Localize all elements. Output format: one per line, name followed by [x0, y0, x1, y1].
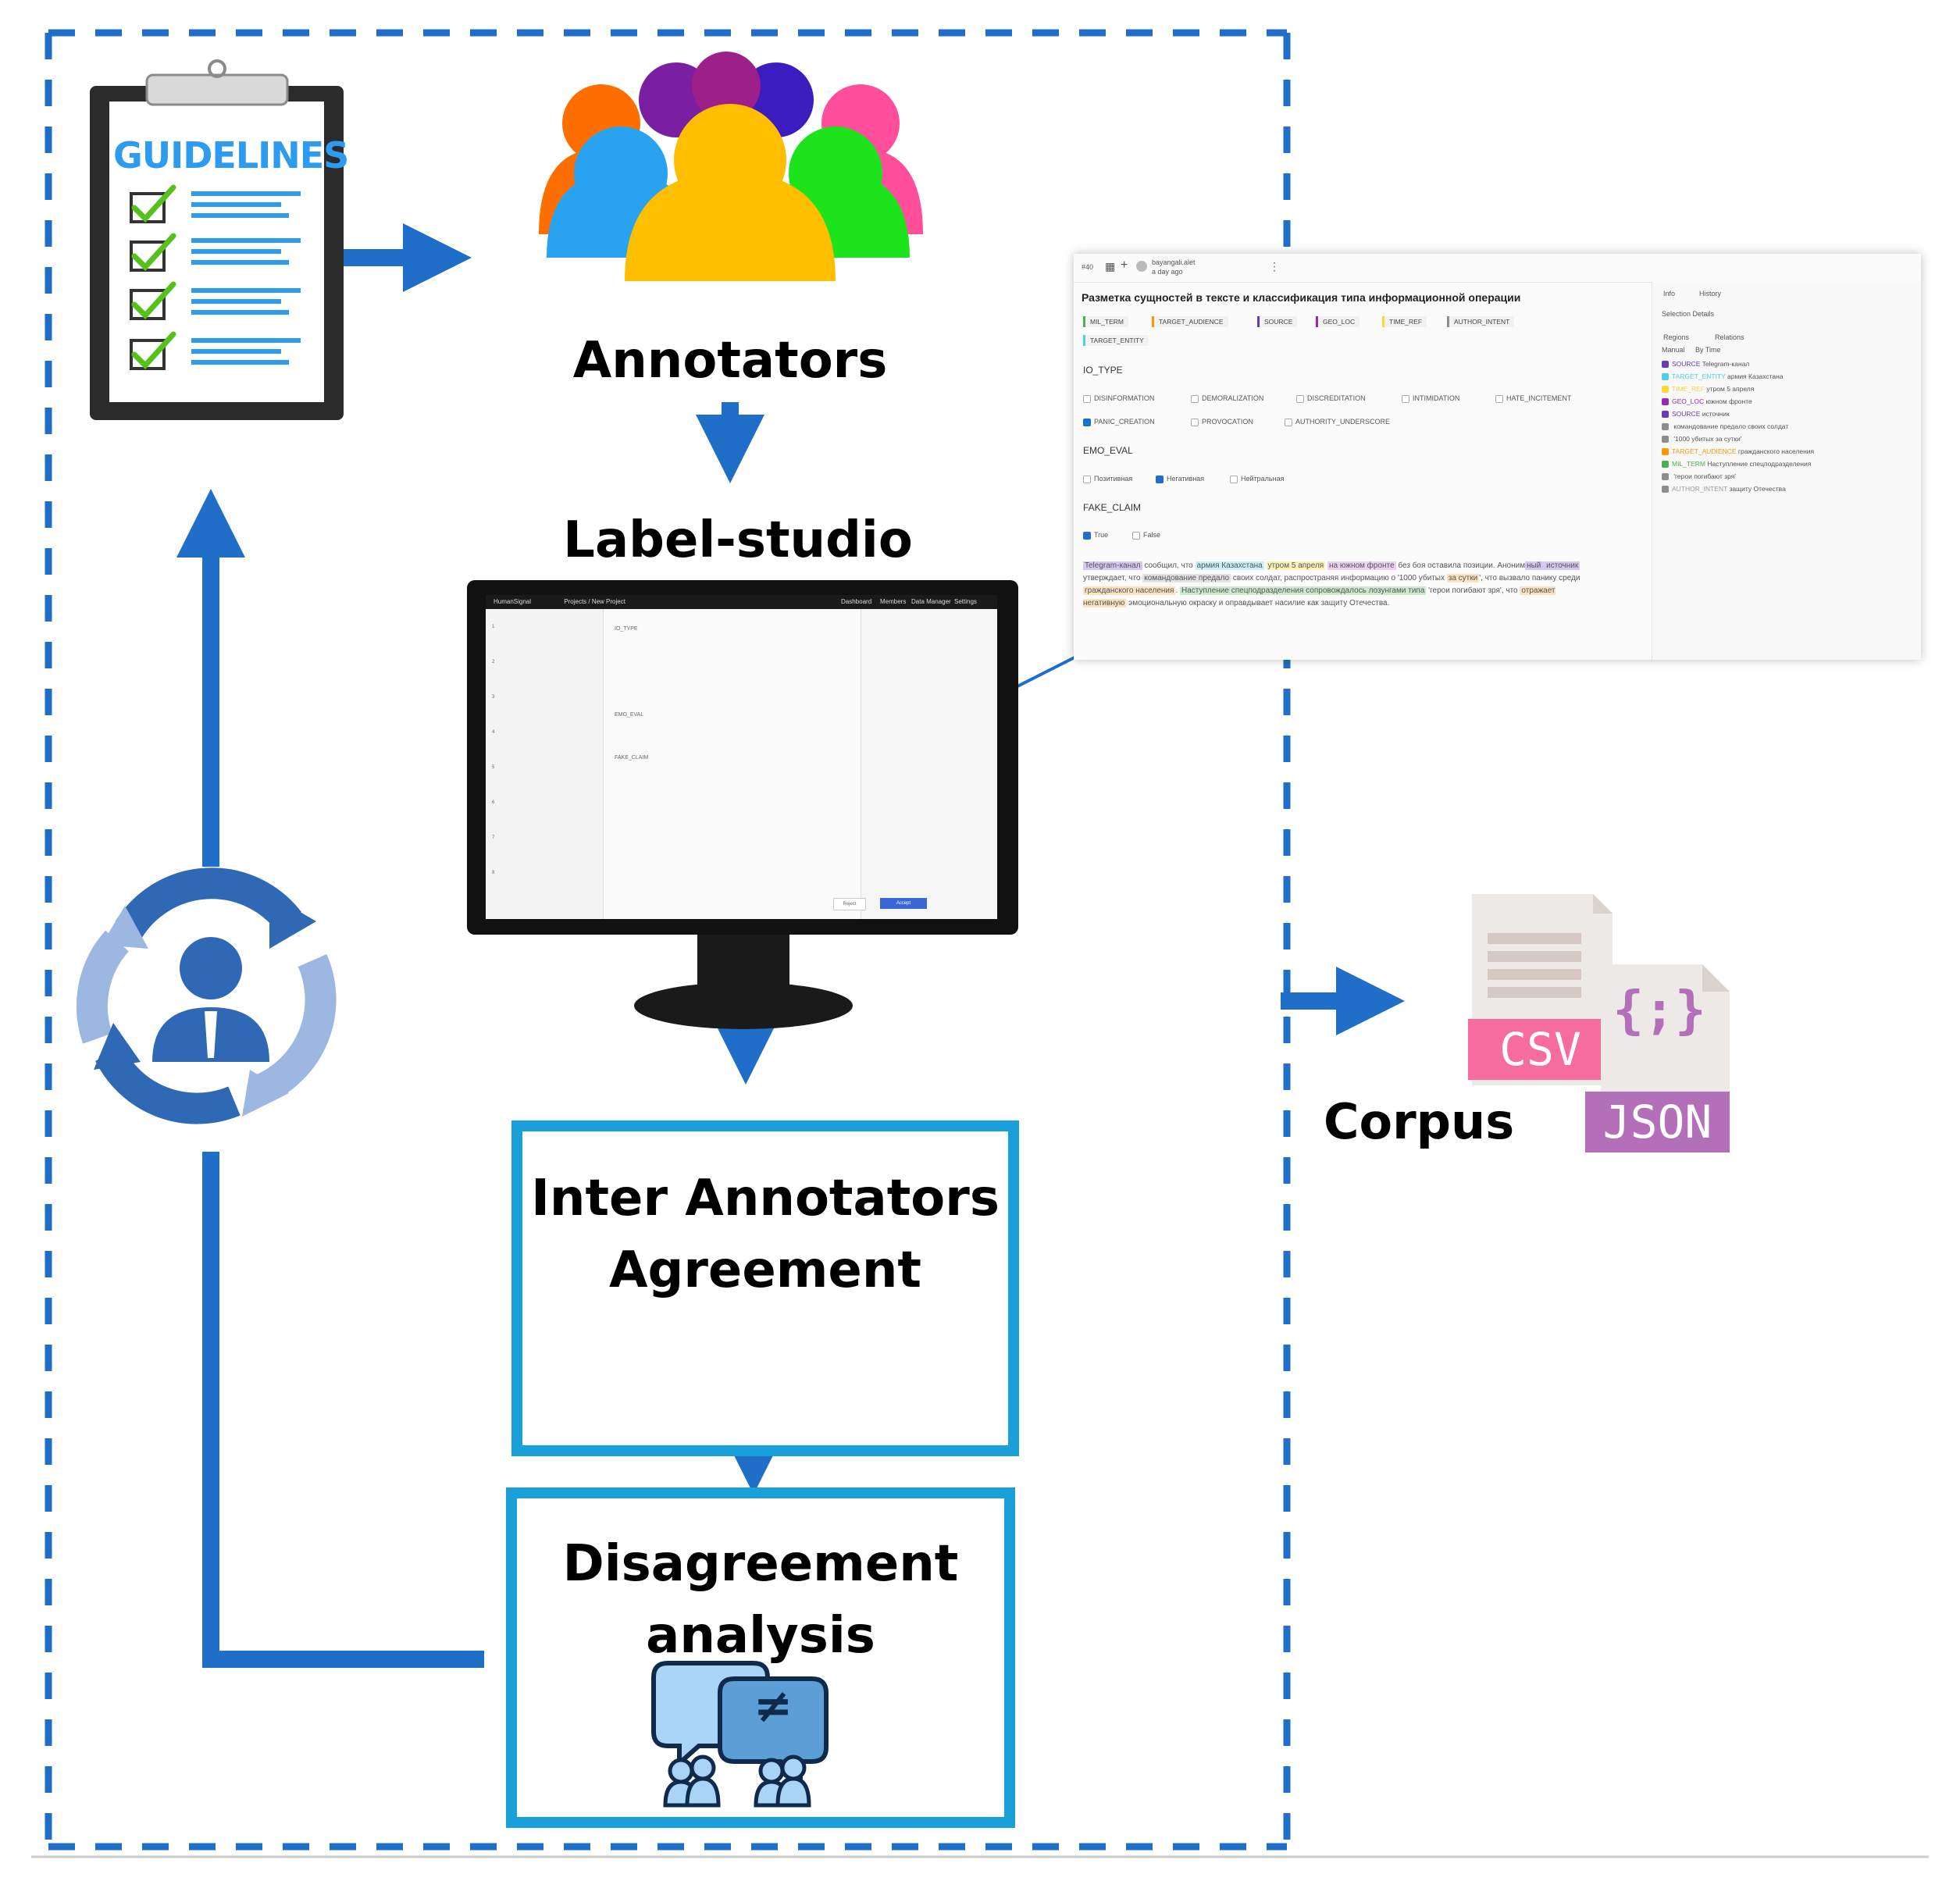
tab-info[interactable]: Info: [1663, 290, 1676, 297]
screen-brand: HumanSignal: [494, 598, 532, 605]
screen-menu-1[interactable]: Members: [880, 598, 907, 605]
region-item[interactable]: SOURCE источник: [1662, 410, 1730, 419]
more-icon[interactable]: ⋮: [1269, 260, 1280, 273]
annotators-group-icon: [539, 52, 923, 281]
label-studio-zoom-panel: #40 ▦ + bayangali.alet a day ago ⋮ Разме…: [1074, 254, 1921, 660]
json-label: JSON: [1602, 1095, 1712, 1149]
guidelines-title: GUIDELINES: [113, 134, 349, 176]
screen-menu-0[interactable]: Dashboard: [841, 598, 872, 605]
region-item[interactable]: TARGET_ENTITY армия Казахстана: [1662, 372, 1784, 381]
emo-option[interactable]: Позитивная: [1083, 475, 1132, 483]
io-option-checked[interactable]: PANIC_CREATION: [1083, 418, 1155, 426]
label-chip-geo-loc[interactable]: GEO_LOC: [1316, 316, 1360, 327]
emo-option-checked[interactable]: Негативная: [1156, 475, 1204, 483]
io-option[interactable]: PROVOCATION: [1191, 418, 1253, 426]
sort-by-time[interactable]: By Time: [1695, 346, 1721, 354]
screen-nav[interactable]: Projects / New Project: [564, 598, 625, 605]
label-chip-target-entity[interactable]: TARGET_ENTITY: [1083, 335, 1149, 346]
label-chip-time-ref[interactable]: TIME_REF: [1382, 316, 1427, 327]
sort-manual[interactable]: Manual: [1662, 346, 1685, 354]
io-option[interactable]: HATE_INCITEMENT: [1495, 394, 1571, 403]
task-row[interactable]: 2: [492, 660, 495, 664]
ls-topbar: #40 ▦ + bayangali.alet a day ago ⋮: [1074, 254, 1921, 283]
screen-menu-2[interactable]: Data Manager: [911, 598, 951, 605]
review-cycle-icon: [76, 867, 337, 1124]
io-type-heading: IO_TYPE: [1083, 365, 1123, 376]
task-row[interactable]: 3: [492, 695, 495, 700]
iaa-box: Inter Annotators Agreement: [511, 1120, 1019, 1456]
region-item[interactable]: MIL_TERM Наступление спецподразделения: [1662, 460, 1811, 468]
region-item[interactable]: SOURCE Telegram-канал: [1662, 360, 1749, 369]
task-row[interactable]: 8: [492, 871, 495, 875]
disagreement-icon: [651, 1661, 829, 1808]
io-option[interactable]: DISCREDITATION: [1296, 394, 1366, 403]
annotated-text[interactable]: Telegram-канал сообщил, что армия Казахс…: [1083, 561, 1580, 607]
ls-task-count: #40: [1082, 263, 1094, 271]
monitor-stand: [634, 935, 853, 1029]
label-chip-target-audience[interactable]: TARGET_AUDIENCE: [1152, 316, 1228, 327]
feedback-line: [202, 1152, 484, 1668]
screen-fake-claim: FAKE_CLAIM: [615, 755, 649, 761]
screen-io-type: IO_TYPE: [615, 626, 638, 632]
label-chip-source[interactable]: SOURCE: [1257, 316, 1298, 327]
ls-time: a day ago: [1152, 268, 1183, 276]
region-item[interactable]: AUTHOR_INTENT защиту Отечества: [1662, 485, 1786, 493]
fake-option-checked[interactable]: True: [1083, 531, 1108, 540]
region-item[interactable]: TIME_REF утром 5 апреля: [1662, 385, 1754, 394]
fake-option[interactable]: False: [1132, 531, 1160, 540]
corpus-label: Corpus: [1324, 1093, 1515, 1150]
label-chip-mil-term[interactable]: MIL_TERM: [1083, 316, 1128, 327]
region-item[interactable]: GEO_LOC южном фронте: [1662, 397, 1752, 406]
ls-title: Разметка сущностей в тексте и классифика…: [1082, 291, 1521, 304]
screen-side-panel: [861, 609, 997, 919]
annotators-label: Annotators: [572, 332, 888, 390]
screen-accept-button[interactable]: Accept: [880, 898, 927, 909]
task-row[interactable]: 7: [492, 835, 495, 840]
emo-option[interactable]: Нейтральная: [1230, 475, 1284, 483]
task-row[interactable]: 5: [492, 765, 495, 770]
region-item[interactable]: командование предало своих солдат: [1662, 422, 1788, 431]
iaa-line2: Agreement: [609, 1242, 921, 1299]
disagreement-box: Disagreement analysis: [506, 1487, 1015, 1828]
region-item[interactable]: TARGET_AUDIENCE гражданского населения: [1662, 447, 1814, 456]
tab-relations[interactable]: Relations: [1715, 333, 1744, 341]
label-studio-label: Label-studio: [563, 511, 913, 569]
selection-details: Selection Details: [1662, 310, 1715, 318]
screen-emo-eval: EMO_EVAL: [615, 712, 644, 718]
io-option[interactable]: INTIMIDATION: [1402, 394, 1459, 403]
disagreement-line1: Disagreement: [562, 1535, 959, 1593]
ls-user: bayangali.alet: [1152, 258, 1196, 266]
label-chip-author-intent[interactable]: AUTHOR_INTENT: [1447, 316, 1515, 327]
io-option[interactable]: AUTHORITY_UNDERSCORE: [1285, 418, 1390, 426]
json-brace-icon: {;}: [1613, 980, 1706, 1040]
tab-regions[interactable]: Regions: [1663, 333, 1690, 341]
ls-side-panel: Info History Selection Details Regions R…: [1652, 282, 1921, 660]
avatar: [1136, 261, 1147, 272]
csv-file-icon: [1468, 894, 1613, 1085]
tab-history[interactable]: History: [1699, 290, 1722, 297]
grid-icon[interactable]: ▦: [1105, 260, 1116, 273]
screen-task-list: 1 2 3 4 5 6 7 8: [486, 609, 604, 919]
clipboard-icon: [90, 59, 344, 420]
io-option[interactable]: DISINFORMATION: [1083, 394, 1154, 403]
monitor-screen: HumanSignal Projects / New Project Dashb…: [486, 595, 997, 919]
plus-icon[interactable]: +: [1121, 258, 1128, 272]
disagreement-line2: analysis: [646, 1607, 875, 1665]
task-row[interactable]: 1: [492, 625, 495, 629]
json-file-icon: [1585, 964, 1730, 1152]
region-item[interactable]: '1000 убитых за сутки': [1662, 435, 1741, 444]
task-row[interactable]: 4: [492, 730, 495, 735]
screen-menu-3[interactable]: Settings: [954, 598, 977, 605]
iaa-line1: Inter Annotators: [531, 1170, 1000, 1227]
region-item[interactable]: 'герои погибают зря': [1662, 472, 1736, 481]
csv-label: CSV: [1499, 1023, 1581, 1076]
task-row[interactable]: 6: [492, 800, 495, 805]
not-equal-symbol: ≠: [753, 1679, 793, 1733]
emo-eval-heading: EMO_EVAL: [1083, 445, 1133, 456]
io-option[interactable]: DEMORALIZATION: [1191, 394, 1263, 403]
fake-claim-heading: FAKE_CLAIM: [1083, 502, 1142, 513]
screen-reject-button[interactable]: Reject: [833, 898, 866, 910]
